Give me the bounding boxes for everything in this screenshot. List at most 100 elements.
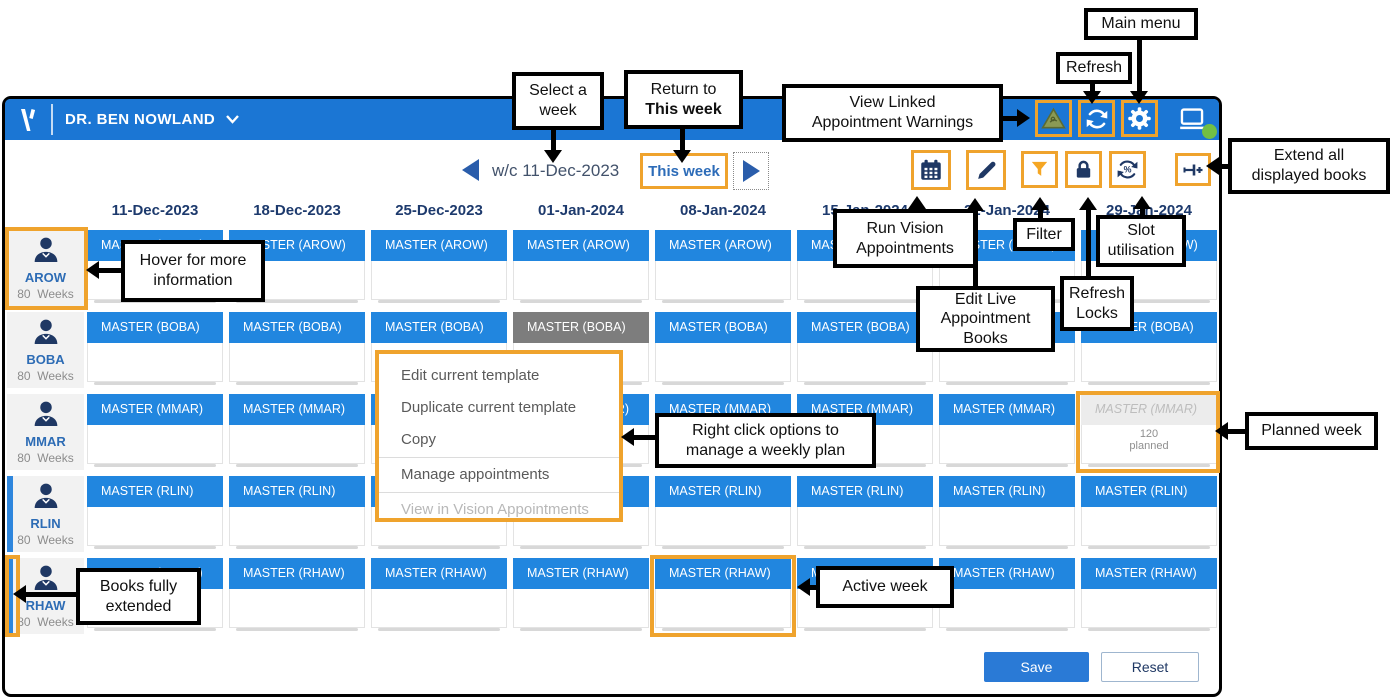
annotation-arrow — [1228, 429, 1246, 434]
context-menu-item[interactable]: Copy — [401, 431, 437, 448]
week-plan-cell-header: MASTER (RLIN) — [797, 476, 933, 507]
person-icon — [34, 565, 57, 590]
week-commencing-label: w/c 11-Dec-2023 — [492, 161, 620, 180]
annotation-arrow — [680, 125, 685, 150]
context-menu-item[interactable]: Edit current template — [401, 367, 540, 384]
reset-button[interactable]: Reset — [1101, 652, 1199, 682]
week-plan-cell-header: MASTER (RHAW) — [939, 558, 1075, 589]
week-plan-cell[interactable]: MASTER (RHAW) — [655, 558, 791, 631]
annotation-arrow — [810, 585, 817, 590]
week-plan-cell-header: MASTER (BOBA) — [797, 312, 933, 343]
filter-button[interactable] — [1021, 151, 1058, 188]
next-week-button[interactable] — [733, 152, 769, 190]
week-plan-cell-body — [655, 589, 791, 631]
app-window: DR. BEN NOWLAND — [2, 96, 1222, 697]
week-plan-cell[interactable]: MASTER (RLIN) — [939, 476, 1075, 549]
week-plan-cell[interactable]: MASTER (RHAW) — [1081, 558, 1217, 631]
left-arrow-icon — [462, 159, 479, 181]
week-plan-cell-header: MASTER (RHAW) — [371, 558, 507, 589]
week-plan-cell-header: MASTER (BOBA) — [229, 312, 365, 343]
week-plan-cell[interactable]: MASTER (RHAW) — [939, 558, 1075, 631]
refresh-locks-button[interactable] — [1065, 151, 1102, 188]
week-plan-cell-header: MASTER (AROW) — [513, 230, 649, 261]
owner-weeks: 80 Weeks — [17, 451, 74, 465]
week-plan-cell[interactable]: MASTER (RLIN) — [1081, 476, 1217, 549]
callout-refresh: Refresh — [1056, 52, 1132, 84]
context-menu-item[interactable]: Manage appointments — [401, 466, 550, 483]
refresh-icon — [1086, 109, 1107, 128]
week-plan-cell[interactable]: MASTER (AROW) — [655, 230, 791, 303]
annotation-arrow — [1140, 209, 1145, 215]
save-button[interactable]: Save — [984, 652, 1089, 682]
week-plan-cell[interactable]: MASTER (RHAW) — [513, 558, 649, 631]
week-plan-cell-body — [371, 261, 507, 303]
week-plan-cell[interactable]: MASTER (MMAR) — [229, 394, 365, 467]
week-plan-cell-body — [1081, 507, 1217, 549]
fully-extended-strip — [7, 558, 13, 634]
callout-line: Return to — [650, 80, 717, 98]
week-plan-cell-body — [513, 261, 649, 303]
annotation-arrowhead — [966, 198, 984, 211]
week-plan-cell-header: MASTER (RLIN) — [1081, 476, 1217, 507]
extend-books-button[interactable] — [1175, 153, 1211, 186]
week-plan-cell-body — [939, 425, 1075, 467]
annotation-arrowhead — [544, 150, 562, 163]
week-plan-cell[interactable]: MASTER (BOBA) — [229, 312, 365, 385]
callout-select-week: Select a week — [512, 72, 604, 130]
person-icon — [34, 237, 57, 262]
week-plan-cell[interactable]: MASTER (RLIN) — [655, 476, 791, 549]
week-plan-cell-header: MASTER (BOBA) — [371, 312, 507, 343]
week-plan-cell[interactable]: MASTER (RHAW) — [229, 558, 365, 631]
run-vision-appointments-button[interactable] — [911, 150, 951, 190]
week-plan-cell[interactable]: MASTER (MMAR) — [939, 394, 1075, 467]
week-plan-cell[interactable]: MASTER (RLIN) — [87, 476, 223, 549]
callout-slot-utilisation: Slot utilisation — [1096, 215, 1186, 267]
week-plan-cell-header: MASTER (RLIN) — [87, 476, 223, 507]
week-plan-cell-body — [655, 507, 791, 549]
week-plan-cell-header: MASTER (RHAW) — [655, 558, 791, 589]
week-plan-cell[interactable]: MASTER (RLIN) — [229, 476, 365, 549]
week-plan-cell[interactable]: MASTER (BOBA) — [655, 312, 791, 385]
vision-logo-icon — [7, 100, 47, 139]
week-plan-cell[interactable]: MASTER (RLIN) — [797, 476, 933, 549]
slot-utilisation-icon: % — [1117, 160, 1138, 179]
session-monitor-button[interactable] — [1165, 100, 1219, 139]
annotation-arrowhead — [908, 196, 926, 209]
week-plan-cell[interactable]: MASTER (BOBA) — [87, 312, 223, 385]
week-plan-cell-header: MASTER (BOBA) — [513, 312, 649, 343]
previous-week-button[interactable] — [462, 159, 479, 181]
slot-utilisation-button[interactable]: % — [1109, 151, 1146, 188]
week-plan-cell[interactable]: MASTER (BOBA) — [797, 312, 933, 385]
week-plan-cell-body — [87, 343, 223, 385]
doctor-selector[interactable]: DR. BEN NOWLAND — [65, 99, 240, 140]
context-menu-item[interactable]: Duplicate current template — [401, 399, 577, 416]
week-plan-cell-body — [797, 343, 933, 385]
week-plan-cell[interactable]: MASTER (AROW) — [371, 230, 507, 303]
title-bar: DR. BEN NOWLAND — [5, 99, 1219, 140]
annotation-arrowhead — [1083, 91, 1101, 104]
person-icon — [34, 401, 57, 426]
person-icon — [34, 483, 57, 508]
week-plan-cell[interactable]: MASTER (RHAW) — [371, 558, 507, 631]
annotation-arrowhead — [1031, 197, 1049, 210]
annotation-arrowhead — [1079, 197, 1097, 210]
week-plan-cell-body — [513, 589, 649, 631]
menu-separator — [379, 457, 619, 458]
avatar — [7, 233, 84, 267]
week-plan-cell[interactable]: MASTER (AROW) — [513, 230, 649, 303]
edit-live-books-button[interactable] — [966, 150, 1006, 190]
week-plan-cell-header: MASTER (AROW) — [371, 230, 507, 261]
week-plan-cell[interactable]: MASTER (MMAR) — [87, 394, 223, 467]
linked-appointment-warnings-button[interactable] — [1035, 100, 1072, 137]
avatar — [7, 479, 84, 513]
week-plan-cell-body — [87, 507, 223, 549]
callout-active-week: Active week — [816, 566, 954, 608]
